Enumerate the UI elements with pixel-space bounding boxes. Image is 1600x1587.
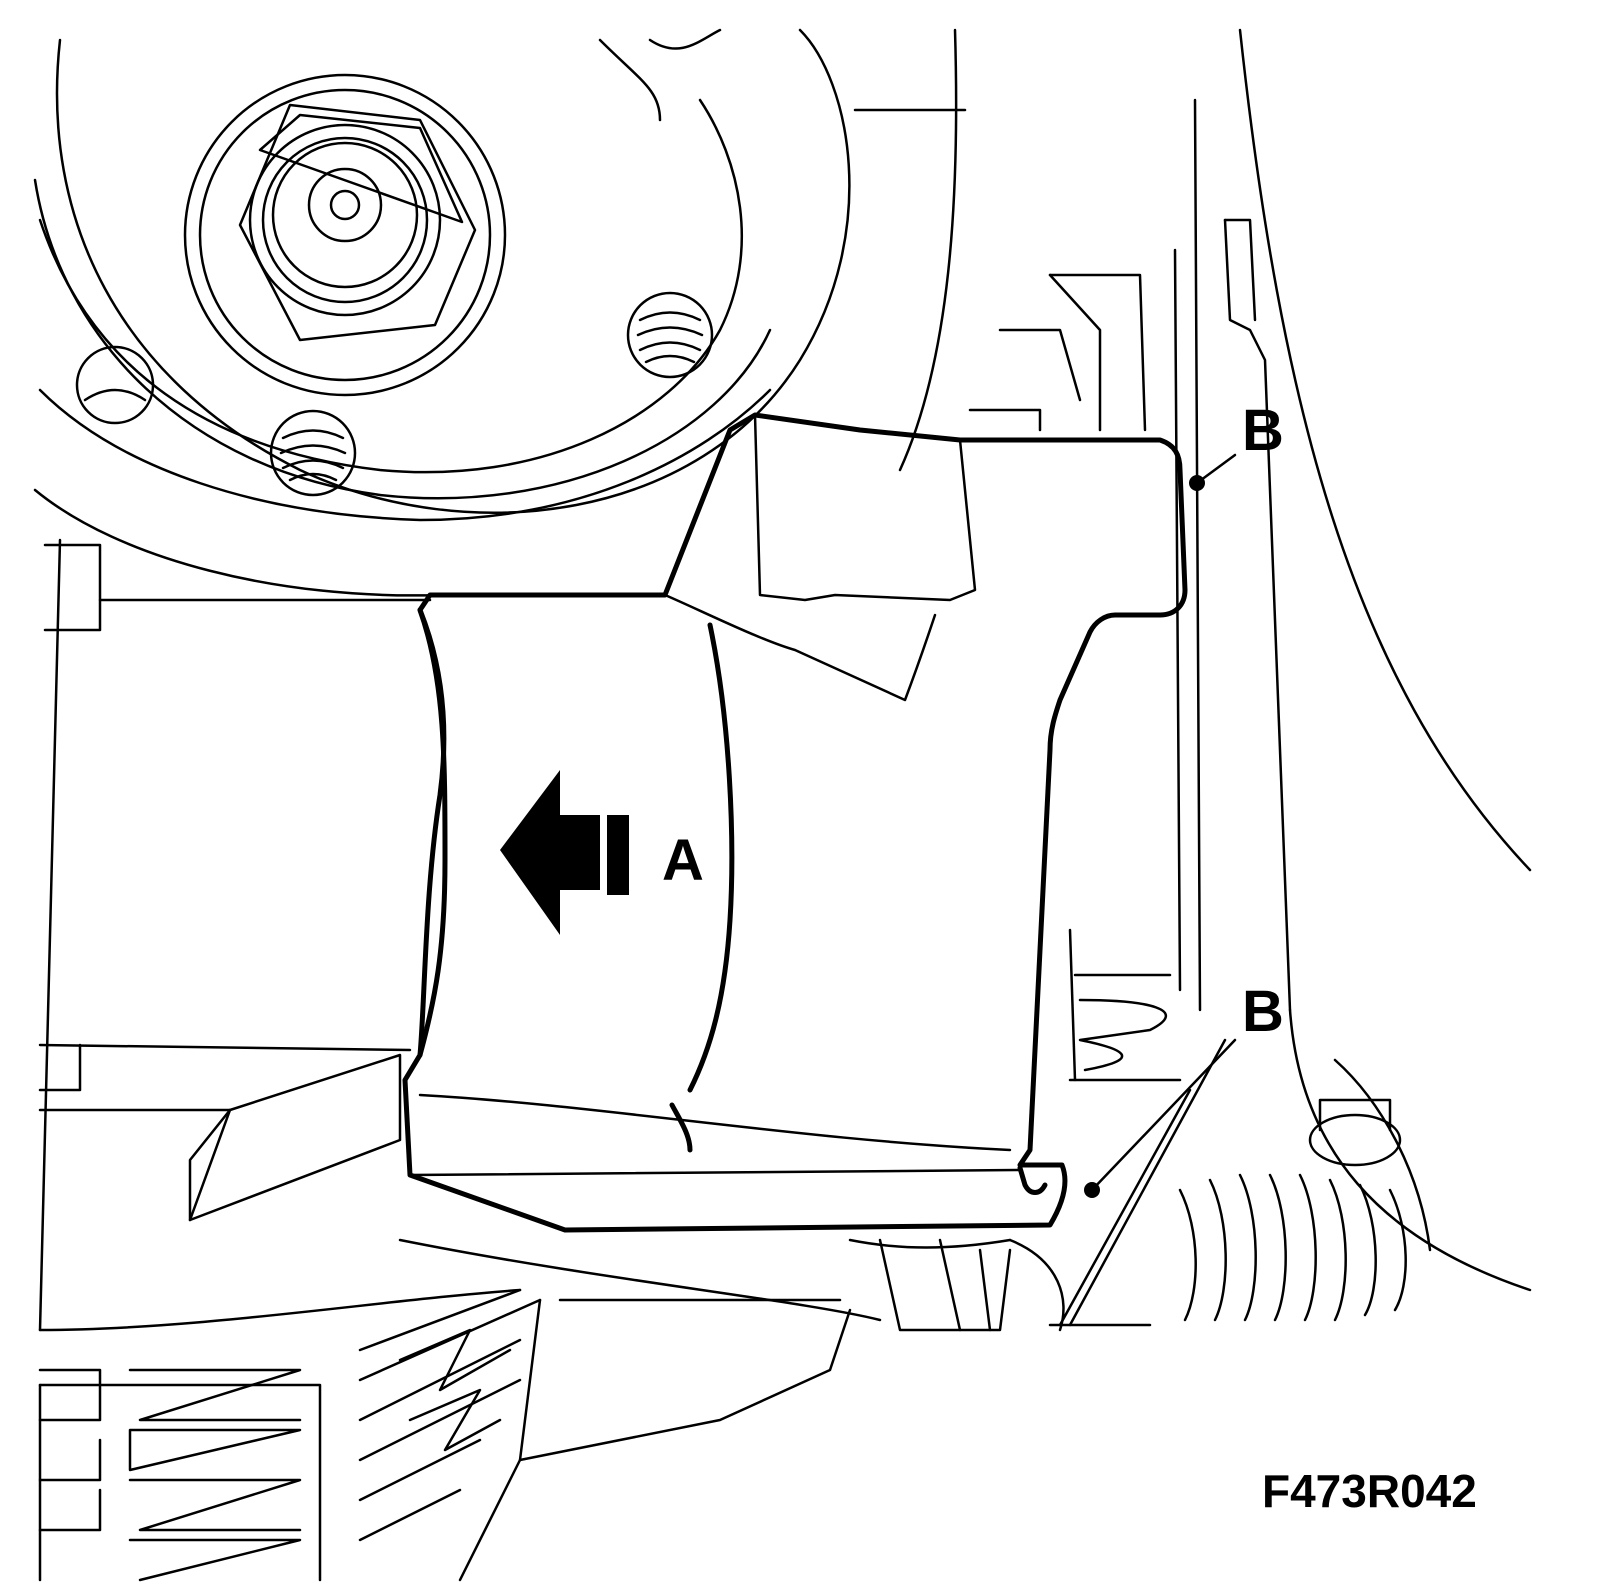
shaft [38, 538, 432, 1332]
pulley-assembly [33, 28, 851, 597]
special-tool [402, 412, 1188, 1233]
arrow-left-icon [500, 770, 629, 935]
figure-code: F473R042 [1262, 1465, 1477, 1517]
callout-leaders [1084, 453, 1237, 1198]
hole-3 [75, 345, 155, 425]
leader-dot-lower [1084, 1182, 1100, 1198]
threaded-hole-2 [269, 409, 357, 497]
threaded-hole-1 [626, 291, 714, 379]
hex-nut [238, 103, 477, 342]
callout-a: A [662, 828, 704, 893]
leader-dot-upper [1189, 475, 1205, 491]
cooling-fins [38, 1238, 1065, 1582]
callout-b-upper: B [1242, 398, 1284, 463]
housing [853, 28, 1532, 1327]
callout-b-lower: B [1242, 979, 1284, 1044]
